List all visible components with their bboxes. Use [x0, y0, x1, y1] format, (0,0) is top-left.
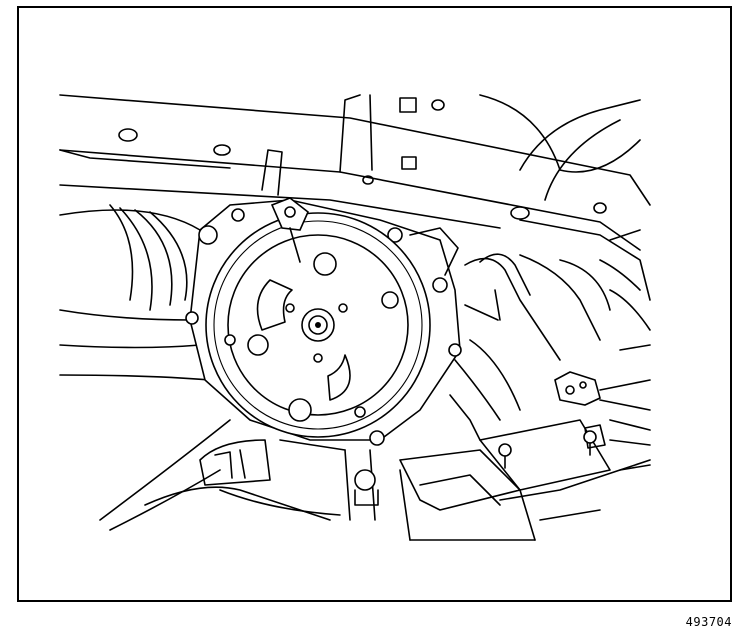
rail-hole	[593, 202, 607, 214]
clutch-plate	[224, 234, 409, 422]
lower-mount	[144, 439, 651, 521]
rail-hole	[362, 175, 374, 185]
left-body-panels	[59, 204, 231, 531]
rail-hole	[213, 144, 231, 156]
right-body-panels	[539, 259, 651, 521]
mounting-bracket	[261, 149, 459, 276]
frame-rail	[59, 94, 651, 301]
rail-hole	[510, 206, 530, 220]
rail-hole	[118, 128, 138, 142]
rail-slot	[401, 156, 417, 170]
lower-bracket	[399, 419, 611, 541]
refrigerant-hoses	[449, 253, 651, 446]
figure-reference-number: 493704	[685, 615, 732, 629]
rail-slot	[399, 97, 417, 113]
rail-hole	[431, 99, 445, 111]
